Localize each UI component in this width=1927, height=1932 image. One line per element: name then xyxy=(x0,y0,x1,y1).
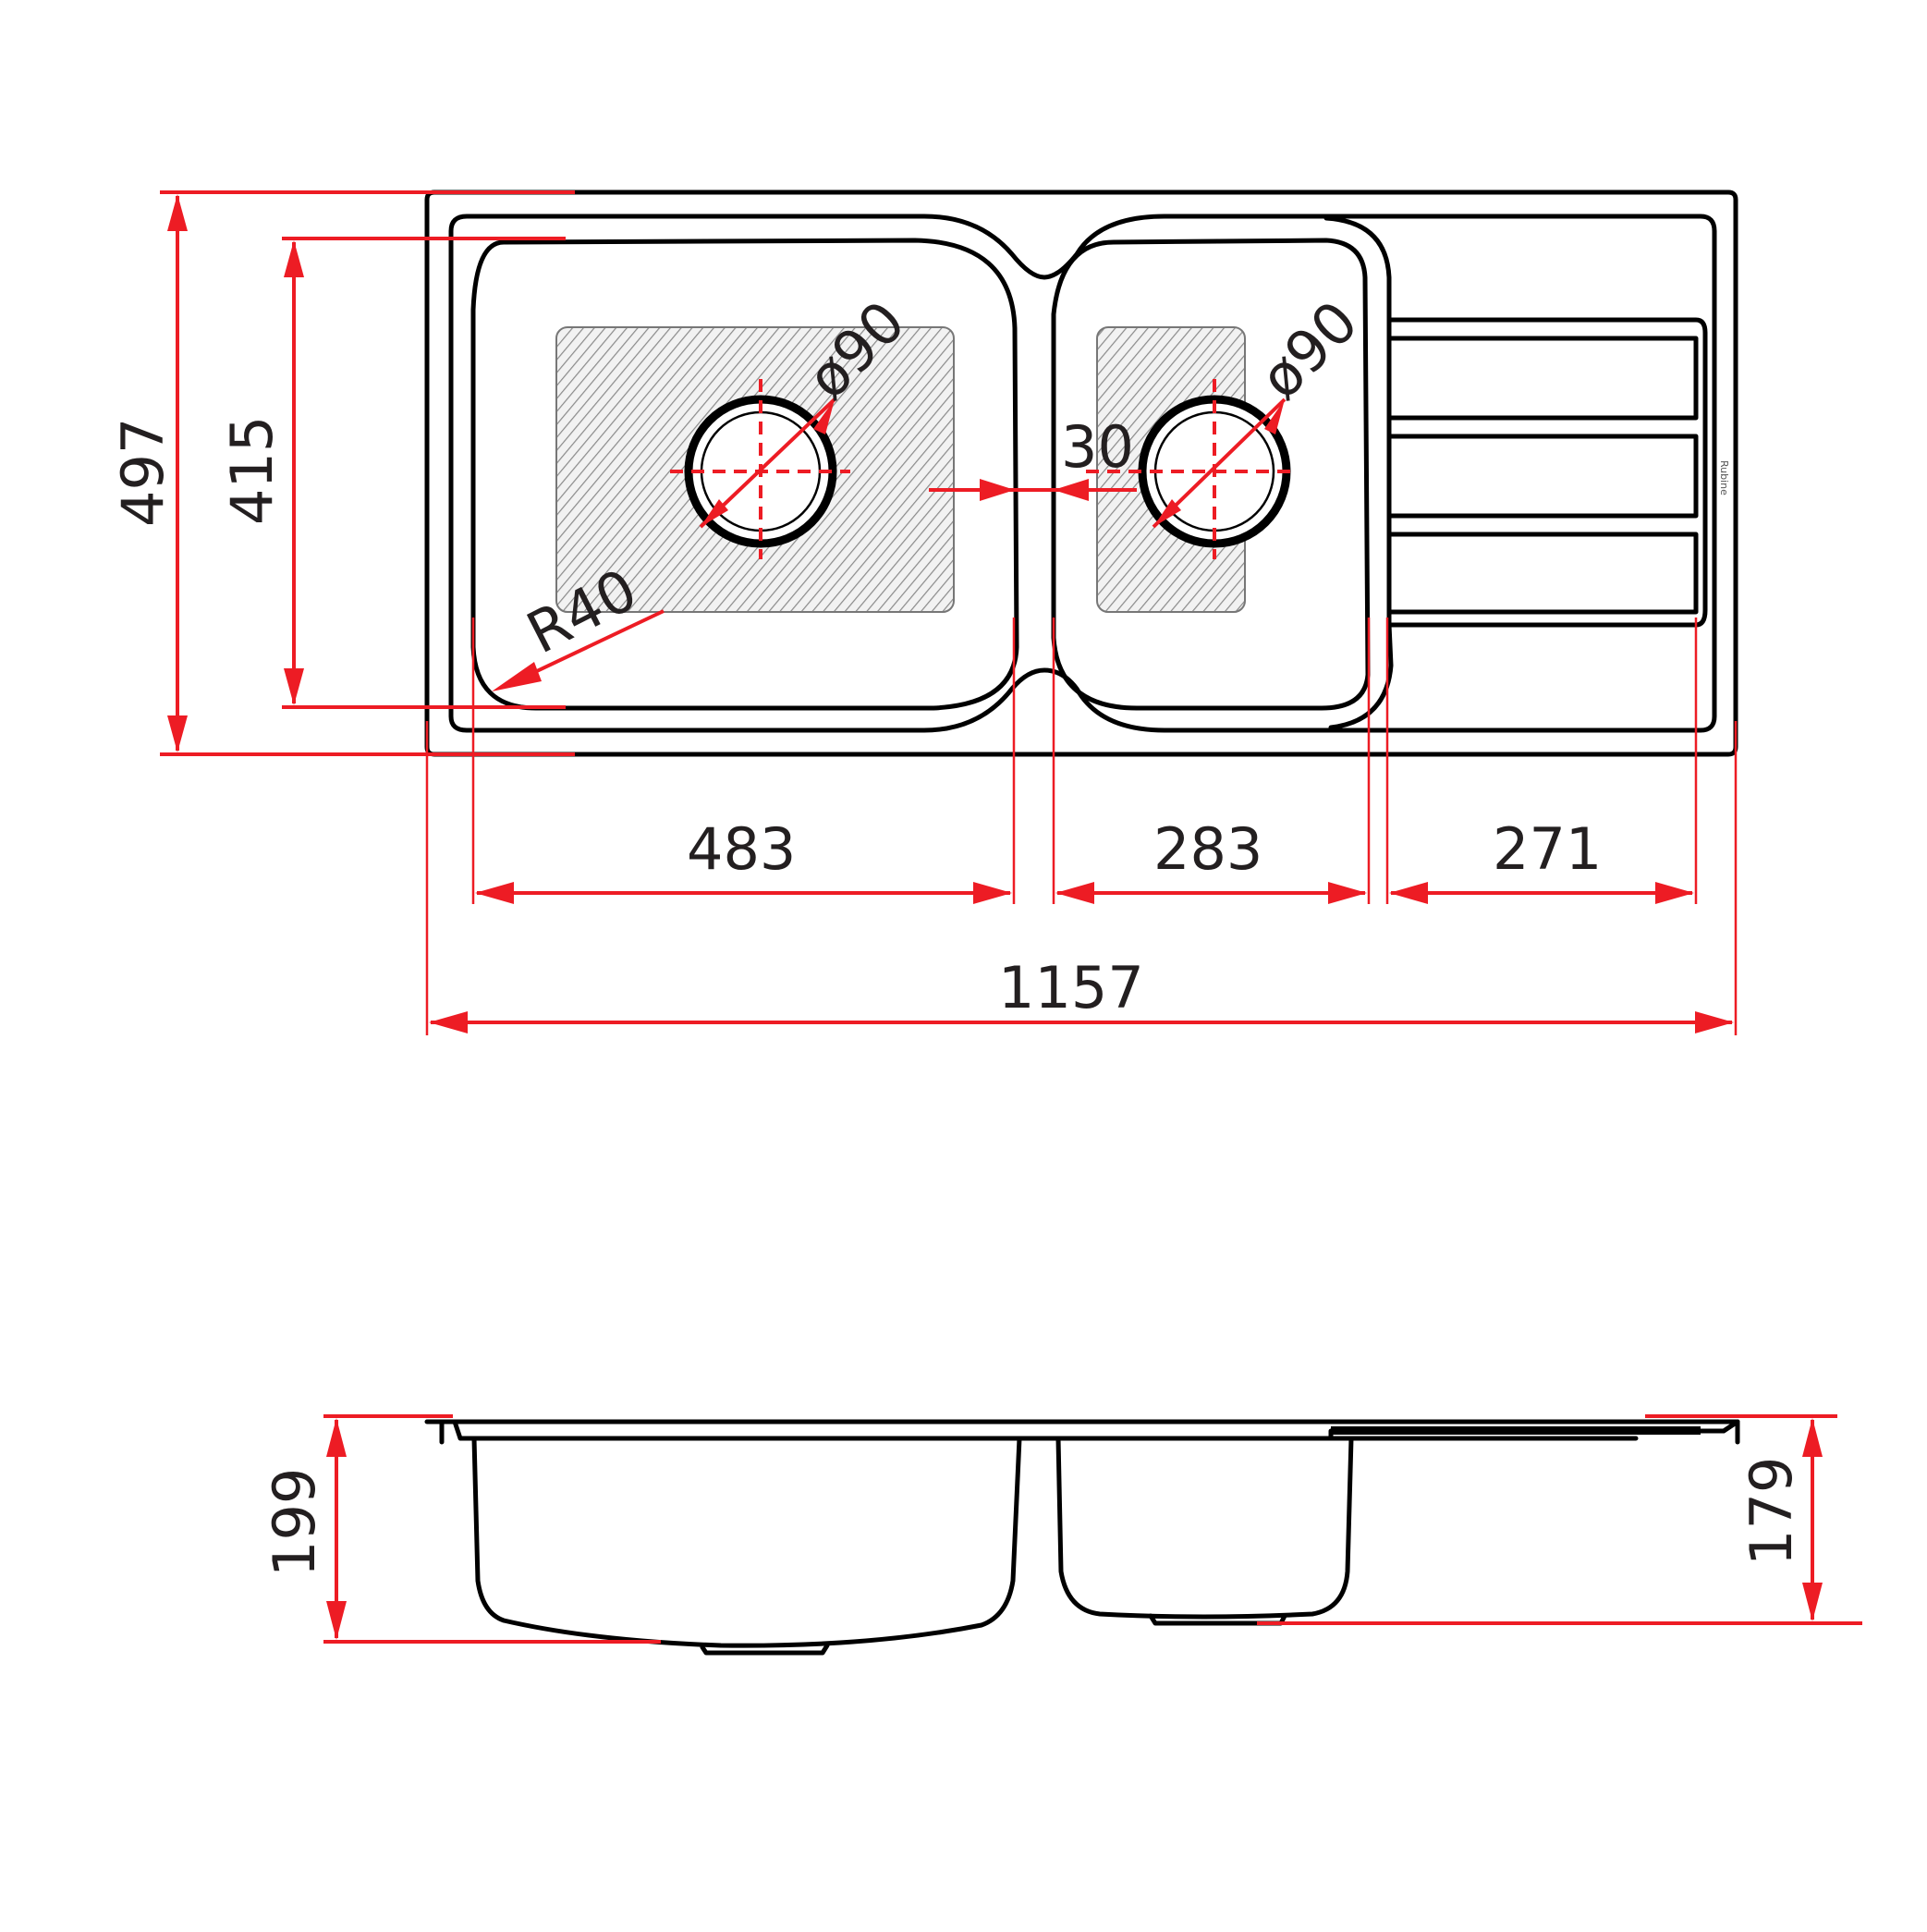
small-waste-diameter-label: ø90 xyxy=(1247,287,1371,411)
depth-dimensions: 497 415 xyxy=(109,190,575,756)
large-bowl-width-label: 483 xyxy=(687,815,796,883)
small-bowl-height-label: 179 xyxy=(1738,1457,1805,1566)
bowl-depth-label: 415 xyxy=(218,416,286,525)
small-bowl-width-label: 283 xyxy=(1153,815,1262,883)
overall-width-label: 1157 xyxy=(998,954,1144,1021)
side-view xyxy=(424,1419,1740,1656)
large-bowl-outline xyxy=(470,238,1019,711)
sink-inner-rim xyxy=(448,214,1717,733)
height-dimensions: 199 179 xyxy=(261,1414,1862,1644)
small-bowl-side-profile xyxy=(1055,1436,1354,1620)
large-bowl-height-label: 199 xyxy=(261,1468,328,1577)
drainer: Rubine xyxy=(1323,215,1730,730)
overall-depth-label: 497 xyxy=(109,418,177,527)
top-view: ø90 R40 ø90 30 Rubine xyxy=(424,190,1738,757)
sink-outer-rim xyxy=(424,190,1738,757)
drainer-width-label: 271 xyxy=(1493,815,1602,883)
large-bowl-side-profile xyxy=(471,1436,1022,1648)
small-bowl-outline xyxy=(1051,238,1371,711)
brand-mark: Rubine xyxy=(1718,460,1730,495)
bowl-gap-label: 30 xyxy=(1061,413,1134,481)
width-dimensions: 483 283 271 1157 xyxy=(425,618,1738,1035)
